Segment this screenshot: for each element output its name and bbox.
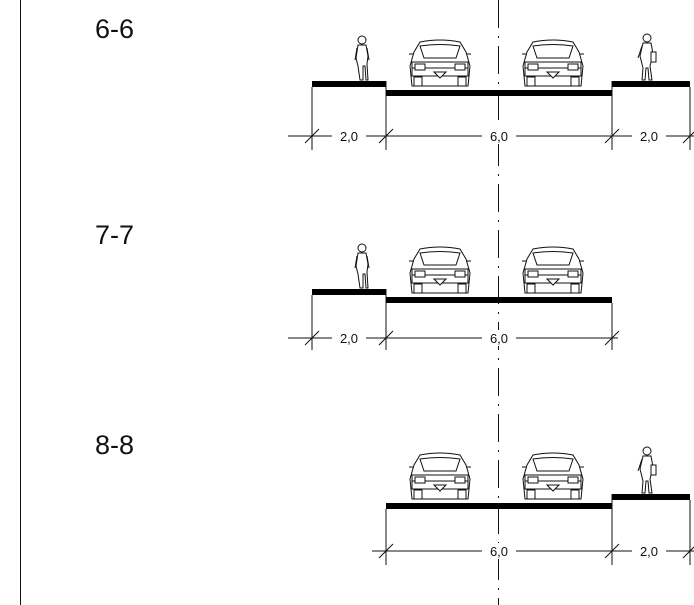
section-label-7-7: 7-7	[95, 220, 135, 250]
dimension-label: 6,0	[490, 129, 508, 144]
dimension-label: 2,0	[640, 129, 658, 144]
car-rear	[521, 39, 585, 87]
pedestrian-figure	[354, 35, 370, 81]
dimension-label: 2,0	[340, 331, 358, 346]
dimension-label: 6,0	[490, 544, 508, 559]
pedestrian-figure	[354, 243, 370, 289]
sidewalk-right	[612, 494, 690, 500]
dimension-label: 2,0	[340, 129, 358, 144]
section-7-7: 2,0 6,0	[288, 243, 620, 350]
roadway	[386, 297, 612, 303]
sidewalk-left	[312, 81, 386, 87]
roadway	[386, 503, 612, 509]
sidewalk-right	[612, 81, 690, 87]
car-front	[408, 246, 472, 294]
car-rear	[521, 452, 585, 500]
roadway	[386, 90, 612, 96]
dimension-label: 6,0	[490, 331, 508, 346]
dimension-line	[288, 87, 694, 150]
section-6-6: 2,0 6,0 2,0	[288, 33, 694, 150]
pedestrian-figure	[637, 33, 657, 81]
car-rear	[521, 246, 585, 294]
section-8-8: 6,0 2,0	[372, 446, 694, 565]
dimension-line	[288, 295, 620, 350]
sidewalk-left	[312, 289, 386, 295]
section-label-8-8: 8-8	[95, 430, 135, 460]
car-front	[408, 39, 472, 87]
dimension-line	[372, 500, 694, 565]
section-label-6-6: 6-6	[95, 14, 135, 44]
car-front	[408, 452, 472, 500]
dimension-label: 2,0	[640, 544, 658, 559]
pedestrian-figure	[637, 446, 657, 494]
